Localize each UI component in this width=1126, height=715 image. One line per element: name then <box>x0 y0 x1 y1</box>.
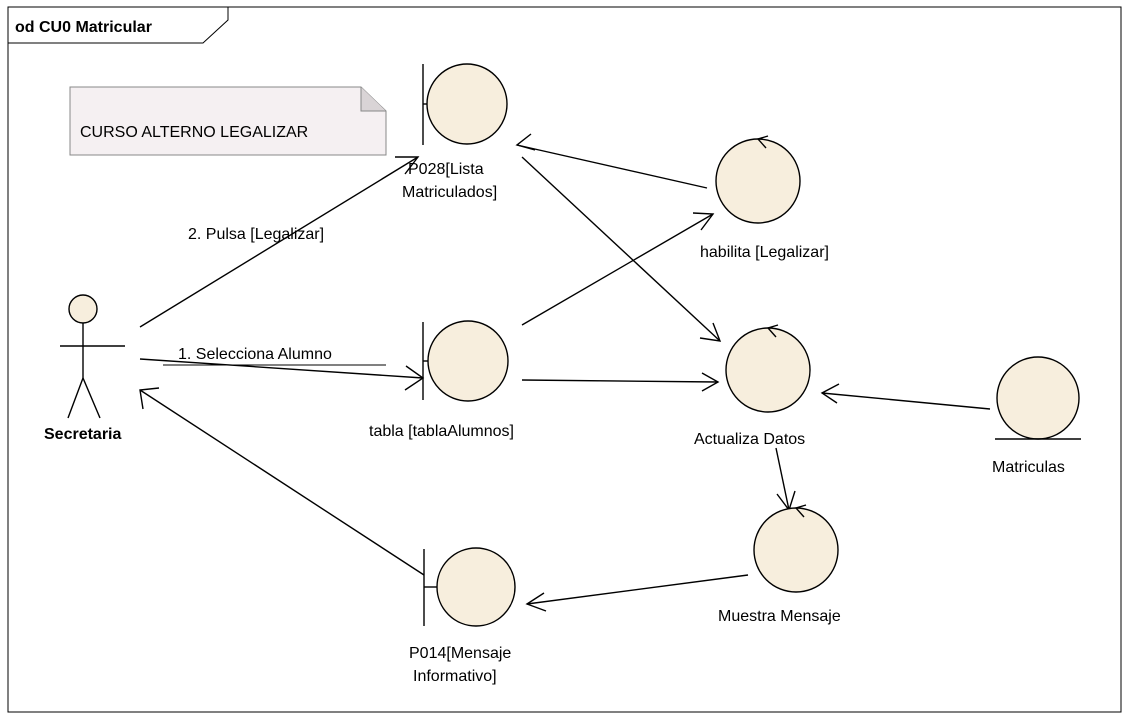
arrowhead-icon <box>515 133 536 151</box>
control-habilita-label: habilita [Legalizar] <box>700 244 829 261</box>
control-arrow-icon <box>794 504 807 518</box>
edge-pulsa-legalizar[interactable] <box>139 156 419 328</box>
control-circle-icon <box>715 138 801 224</box>
actor-head-icon <box>68 294 98 324</box>
actor-secretaria[interactable] <box>60 294 125 419</box>
boundary-lista-label-2: Matriculados] <box>402 184 497 201</box>
entity-circle-icon <box>996 356 1080 440</box>
arrowhead-icon <box>139 387 160 410</box>
edges <box>139 133 991 612</box>
control-actualiza-label: Actualiza Datos <box>694 431 805 448</box>
edge-tabla-to-habilita[interactable] <box>521 213 714 326</box>
control-circle-icon <box>725 327 811 413</box>
edge-selecciona-alumno[interactable] <box>139 358 424 379</box>
frame-title: od CU0 Matricular <box>15 19 152 36</box>
edge-mensaje-to-actor[interactable] <box>139 389 425 576</box>
arrowhead-icon <box>525 592 547 612</box>
arrowhead-icon <box>820 383 840 404</box>
edge-muestra-to-mensaje[interactable] <box>526 574 749 605</box>
boundary-tabla-alumnos[interactable] <box>422 320 509 402</box>
note-fold-icon <box>360 87 386 112</box>
boundary-lista-matriculados[interactable] <box>422 63 508 145</box>
note[interactable]: CURSO ALTERNO LEGALIZAR <box>69 86 387 156</box>
edge-actualiza-to-muestra[interactable] <box>775 447 790 511</box>
frame-title-tab <box>7 6 229 44</box>
control-habilita-legalizar[interactable] <box>715 135 801 224</box>
arrowhead-icon <box>395 156 420 175</box>
arrowhead-icon <box>701 372 720 392</box>
message-selecciona-alumno: 1. Selecciona Alumno <box>178 346 332 363</box>
message-pulsa-legalizar: 2. Pulsa [Legalizar] <box>188 226 324 243</box>
edge-tabla-to-actualiza[interactable] <box>521 379 719 383</box>
boundary-mensaje-label-2: Informativo] <box>413 668 497 685</box>
boundary-circle-icon <box>427 320 509 402</box>
edge-habilita-to-lista[interactable] <box>516 144 708 189</box>
entity-label: Matriculas <box>992 459 1065 476</box>
boundary-tabla-label: tabla [tablaAlumnos] <box>369 423 514 440</box>
control-muestra-mensaje[interactable] <box>753 504 839 593</box>
arrowhead-icon <box>699 322 722 342</box>
note-text: CURSO ALTERNO LEGALIZAR <box>80 124 308 141</box>
arrowhead-icon <box>692 212 715 231</box>
control-circle-icon <box>753 507 839 593</box>
control-arrow-icon <box>766 324 779 338</box>
actor-leg-right <box>82 377 101 419</box>
boundary-lista-label-1: P028[Lista <box>408 161 484 178</box>
boundary-mensaje-informativo[interactable] <box>423 547 516 627</box>
entity-matriculas[interactable] <box>995 356 1081 440</box>
actor-name: Secretaria <box>44 426 121 443</box>
boundary-circle-icon <box>426 63 508 145</box>
control-arrow-icon <box>756 135 769 149</box>
control-muestra-label: Muestra Mensaje <box>718 608 841 625</box>
boundary-mensaje-label-1: P014[Mensaje <box>409 645 511 662</box>
control-actualiza-datos[interactable] <box>725 324 811 413</box>
note-shape <box>69 86 387 156</box>
boundary-circle-icon <box>436 547 516 627</box>
edge-lista-to-actualiza[interactable] <box>521 156 721 342</box>
actor-leg-left <box>67 377 84 419</box>
edge-matriculas-to-actualiza[interactable] <box>821 392 991 410</box>
